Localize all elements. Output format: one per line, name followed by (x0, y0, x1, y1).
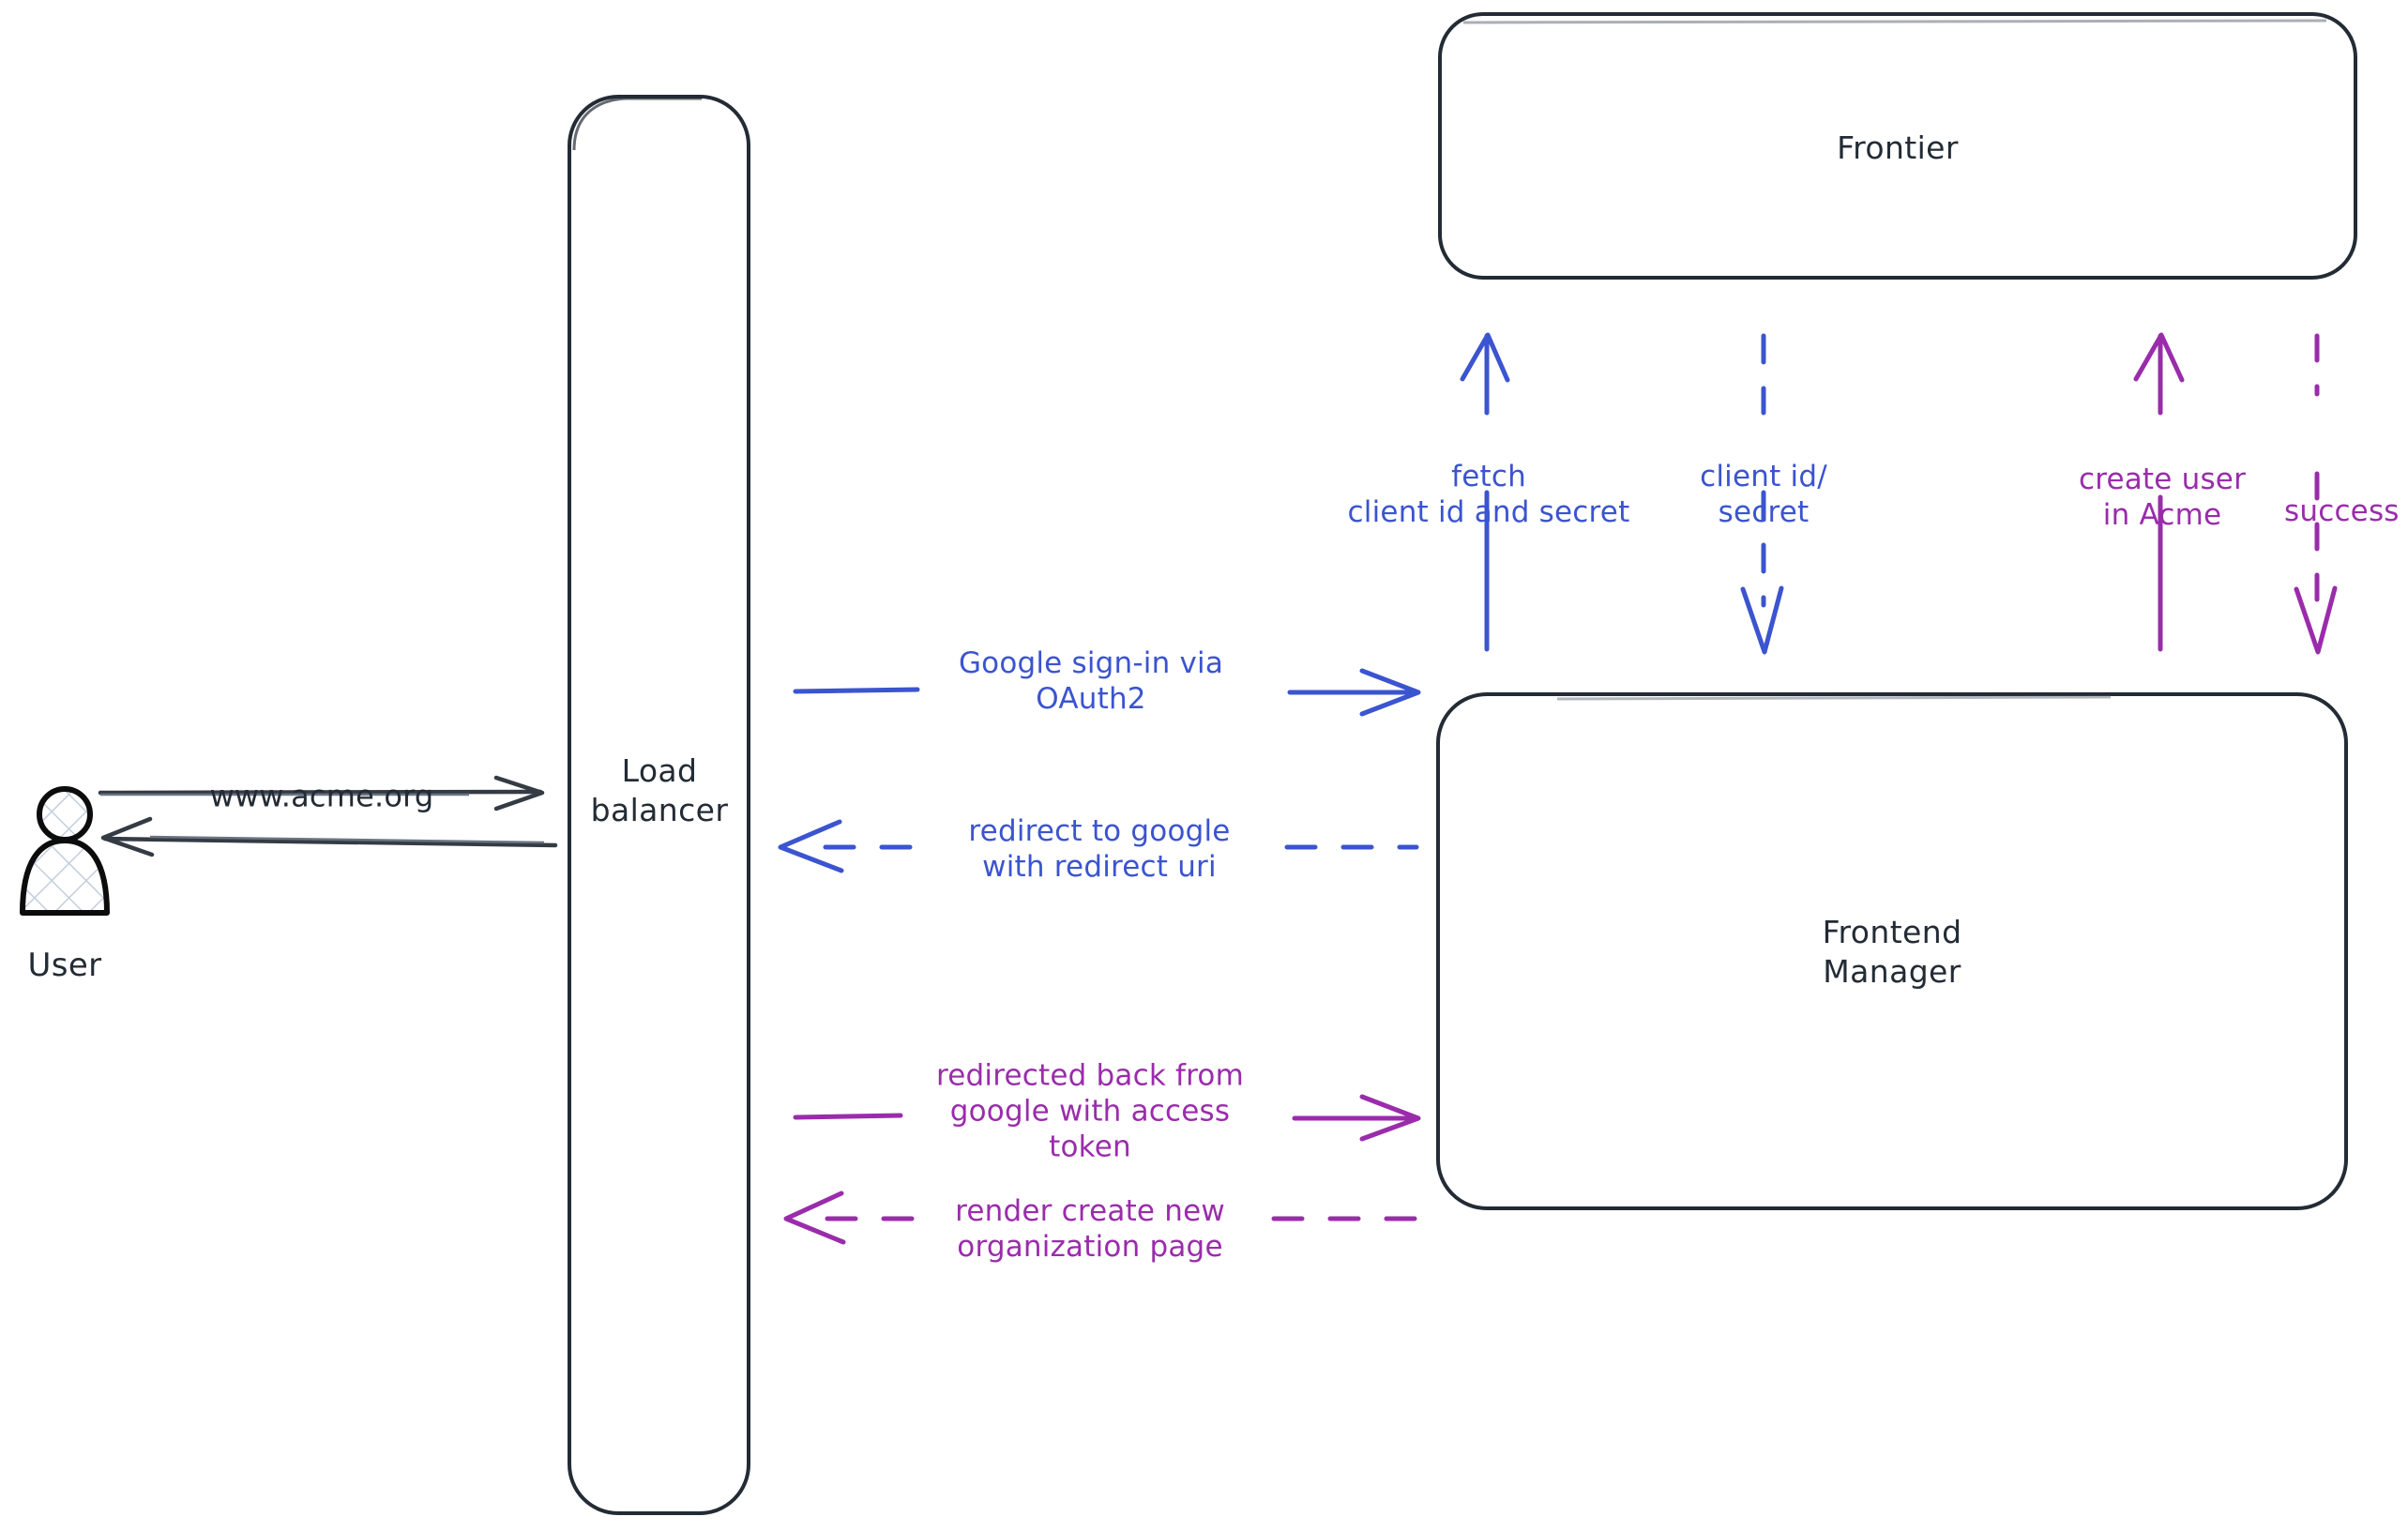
arrowhead-left (100, 816, 155, 857)
edge-load-balancer-to-user[interactable] (100, 816, 558, 857)
edge-label-fetch-client-id-and-secret: fetch client id and secret (1347, 460, 1630, 529)
edge-label-success: success (2284, 494, 2400, 528)
arrowhead-left (778, 819, 844, 873)
arrowhead-down (2294, 585, 2338, 655)
edge-render-create-new-organization-page[interactable] (783, 1191, 1417, 1245)
edge-redirected-back-with-access-token[interactable] (793, 1094, 1421, 1142)
frontend-manager-node[interactable] (1436, 692, 2348, 1210)
edge-user-to-load-balancer[interactable] (98, 775, 545, 812)
load-balancer-node[interactable] (568, 95, 750, 1515)
edge-client-id-secret[interactable] (1740, 333, 1784, 655)
edge-label-www-acme-org: www.acme.org (209, 778, 434, 814)
edge-success[interactable] (2294, 333, 2338, 655)
person-icon-head (37, 786, 93, 842)
edge-label-client-id-secret: client id/ secret (1700, 460, 1827, 529)
arrowhead-up (2133, 332, 2185, 383)
edge-create-user-in-acme[interactable] (2133, 332, 2185, 652)
edge-label-render-create-new-organization-page: render create new organization page (955, 1194, 1225, 1264)
edge-redirect-to-google[interactable] (778, 819, 1419, 873)
arrowhead-down (1740, 585, 1784, 655)
edge-label-redirect-to-google: redirect to google with redirect uri (968, 814, 1231, 884)
edge-google-signin-via-oauth2[interactable] (793, 668, 1421, 717)
arrowhead-right (493, 775, 545, 812)
edge-fetch-client-id-and-secret[interactable] (1460, 332, 1510, 652)
arrowhead-right (1359, 668, 1421, 717)
user-actor[interactable] (20, 786, 110, 916)
frontier-node[interactable] (1438, 12, 2357, 280)
edge-label-create-user-in-acme: create user in Acme (2078, 463, 2247, 532)
arrowhead-up (1460, 332, 1510, 383)
arrowhead-left (783, 1191, 846, 1245)
edge-label-google-signin-via-oauth2: Google sign-in via OAuth2 (958, 646, 1224, 716)
edge-label-redirected-back-with-access-token: redirected back from google with access … (935, 1058, 1245, 1163)
person-icon-body (20, 838, 110, 916)
arrowhead-right (1359, 1094, 1421, 1142)
